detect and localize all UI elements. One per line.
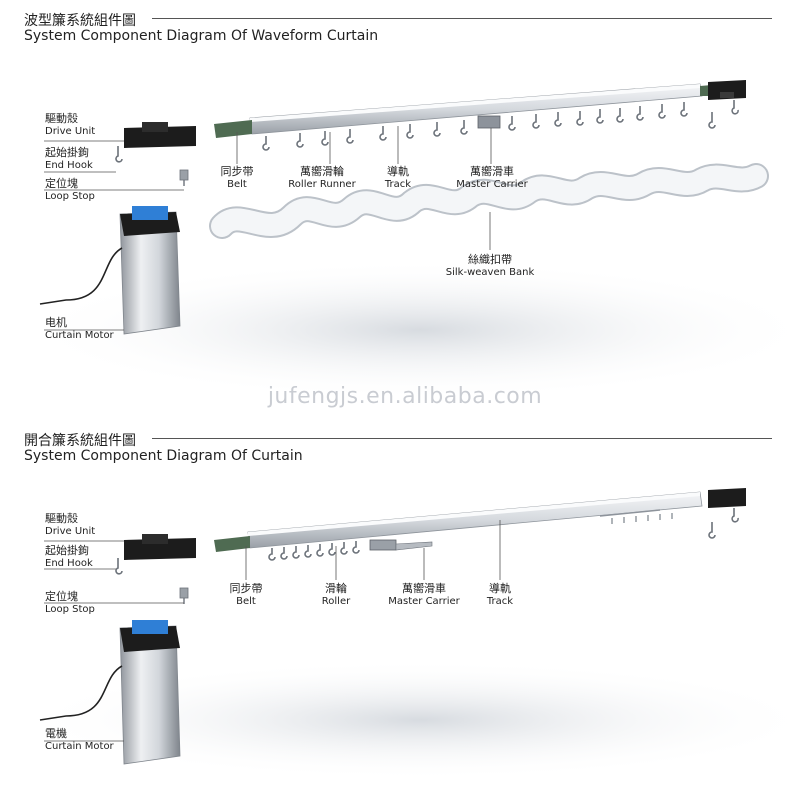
label-end-hook-2: 起始掛鉤 End Hook: [45, 544, 93, 569]
waveform-illustration: [20, 80, 810, 400]
curtain-diagram-section: 開合簾系統組件圖 System Component Diagram Of Cur…: [0, 420, 810, 796]
label-silk-band: 絲織扣帶 Silk-weaven Bank: [445, 253, 535, 278]
waveform-leader-lines: [44, 126, 492, 331]
waveform-end-hook: [115, 146, 123, 163]
waveform-master-carrier: [477, 115, 501, 129]
label-track: 導軌 Track: [384, 165, 412, 190]
waveform-loop-stop: [179, 169, 189, 186]
curtain-title-rule: [152, 438, 772, 439]
label-curtain-motor-2: 電機 Curtain Motor: [45, 727, 114, 752]
floor-shadow-2: [20, 660, 810, 780]
label-loop-stop: 定位塊 Loop Stop: [45, 177, 95, 202]
label-end-hook: 起始掛鉤 End Hook: [45, 146, 93, 171]
curtain-track: [247, 491, 703, 549]
curtain-end-hook: [115, 558, 123, 575]
label-master-carrier-2: 萬嚮滑車 Master Carrier: [388, 582, 460, 607]
curtain-title-en: System Component Diagram Of Curtain: [24, 448, 303, 464]
label-drive-unit: 驅動殼 Drive Unit: [45, 112, 96, 137]
waveform-title-rule: [152, 18, 772, 19]
watermark-text: jufengjs.en.alibaba.com: [267, 384, 543, 409]
waveform-right-drive-box: [708, 80, 746, 129]
label-master-carrier: 萬嚮滑車 Master Carrier: [456, 165, 528, 190]
waveform-track: [249, 83, 703, 135]
label-belt: 同步带 Belt: [220, 165, 254, 190]
curtain-belt-left: [214, 536, 250, 552]
curtain-drive-unit: [115, 534, 196, 575]
curtain-rollers: [268, 541, 360, 561]
label-loop-stop-2: 定位塊 Loop Stop: [45, 590, 95, 615]
waveform-diagram-section: 波型簾系統組件圖 System Component Diagram Of Wav…: [20, 13, 810, 409]
label-track-2: 導軌 Track: [486, 582, 514, 607]
label-curtain-motor: 电机 Curtain Motor: [45, 316, 114, 341]
waveform-belt-left: [214, 120, 252, 138]
curtain-illustration: [20, 488, 810, 780]
floor-shadow: [20, 260, 810, 400]
label-roller-runner: 萬嚮滑輪 Roller Runner: [288, 165, 356, 190]
curtain-right-rollers: [599, 509, 673, 524]
label-roller-2: 滑輪 Roller: [321, 582, 351, 607]
waveform-curtain-motor: [39, 206, 181, 335]
curtain-title-zh: 開合簾系統組件圖: [24, 433, 136, 449]
label-drive-unit-2: 驅動殼 Drive Unit: [45, 512, 96, 537]
curtain-loop-stop: [179, 587, 189, 604]
waveform-title-en: System Component Diagram Of Waveform Cur…: [24, 28, 379, 44]
waveform-roller-runners: [262, 102, 688, 151]
waveform-drive-unit: [115, 122, 196, 163]
curtain-leader-lines: [44, 520, 501, 742]
waveform-title-zh: 波型簾系統組件圖: [24, 13, 136, 29]
waveform-silk-band: [209, 163, 769, 239]
label-belt-2: 同步帶 Belt: [229, 582, 263, 607]
curtain-right-drive-box: [708, 488, 746, 539]
curtain-master-carrier: [369, 539, 433, 551]
curtain-curtain-motor: [39, 620, 181, 765]
